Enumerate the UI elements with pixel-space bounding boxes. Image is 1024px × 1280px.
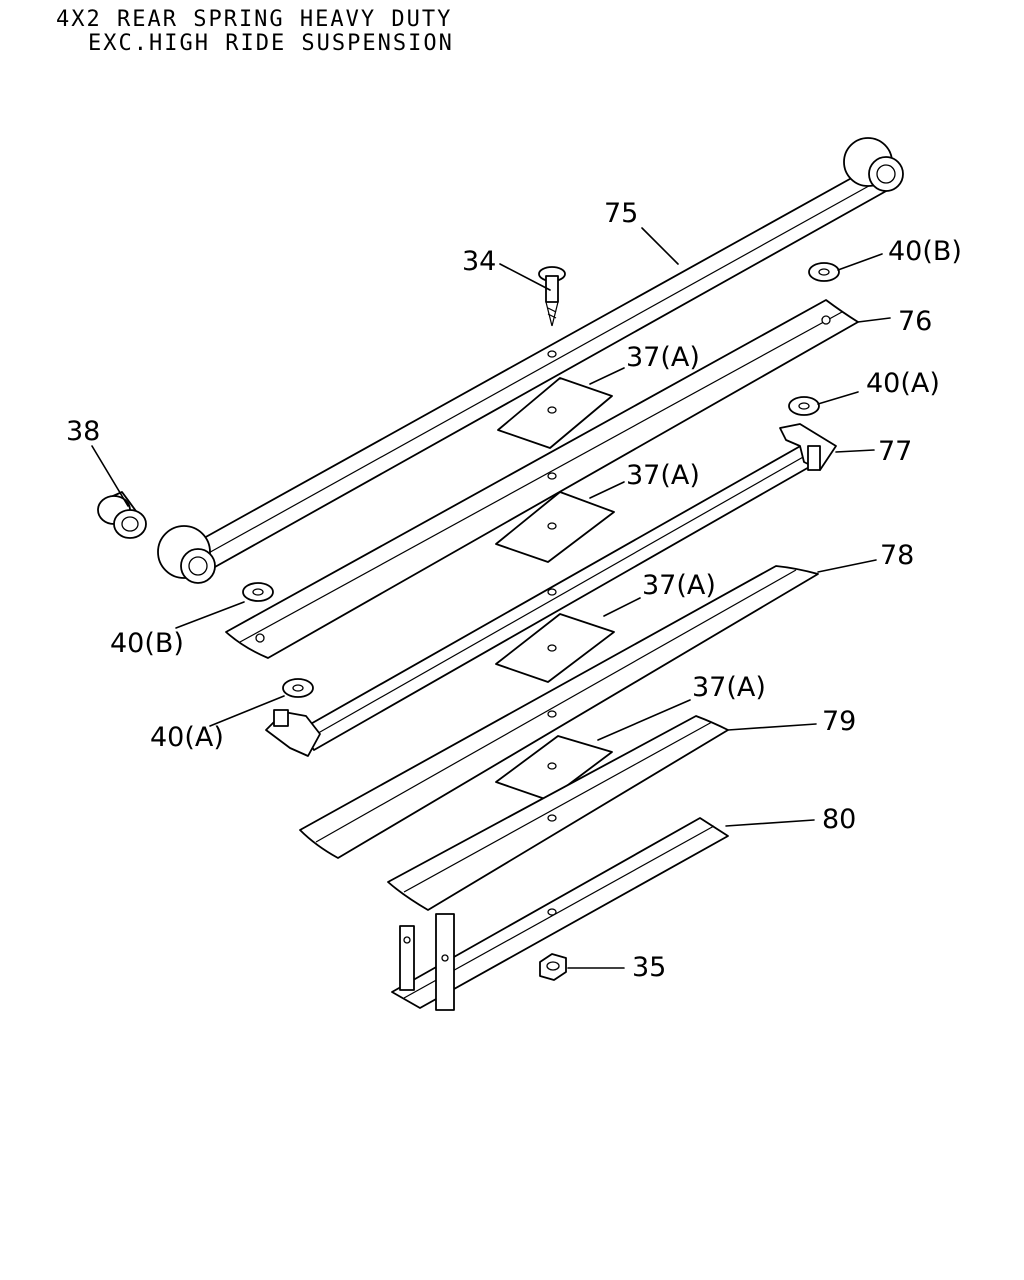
bushing-38 xyxy=(97,491,147,539)
callout-79: 79 xyxy=(822,706,856,737)
callout-40b-left: 40(B) xyxy=(110,628,184,659)
callout-37a-2: 37(A) xyxy=(626,460,700,491)
callout-75: 75 xyxy=(604,198,638,229)
main-leaf-75 xyxy=(157,137,904,584)
title-line-1: 4X2 REAR SPRING HEAVY DUTY xyxy=(56,7,452,32)
callout-37a-4: 37(A) xyxy=(692,672,766,703)
callout-80: 80 xyxy=(822,804,856,835)
callout-77: 77 xyxy=(878,436,912,467)
liner-37a-1 xyxy=(497,377,613,449)
callout-76: 76 xyxy=(898,306,932,337)
callout-37a-1: 37(A) xyxy=(626,342,700,373)
callout-38: 38 xyxy=(66,416,100,447)
callout-40a-left: 40(A) xyxy=(150,722,224,753)
callout-37a-3: 37(A) xyxy=(642,570,716,601)
leaf-77 xyxy=(265,423,837,757)
callout-40a-top: 40(A) xyxy=(866,368,940,399)
callout-labels: 75 34 40(B) 76 37(A) 40(A) 38 77 37(A) 7… xyxy=(66,198,962,983)
diagram-title: 4X2 REAR SPRING HEAVY DUTY EXC.HIGH RIDE… xyxy=(56,7,454,56)
callout-34: 34 xyxy=(462,246,496,277)
nut-35 xyxy=(539,953,567,981)
callout-35: 35 xyxy=(632,952,666,983)
callout-78: 78 xyxy=(880,540,914,571)
center-bolt-34 xyxy=(538,266,566,327)
title-line-2: EXC.HIGH RIDE SUSPENSION xyxy=(88,31,454,56)
leaf-78 xyxy=(299,565,819,859)
callout-40b-top: 40(B) xyxy=(888,236,962,267)
leader-lines xyxy=(91,227,891,969)
leaf-80 xyxy=(391,817,729,1011)
